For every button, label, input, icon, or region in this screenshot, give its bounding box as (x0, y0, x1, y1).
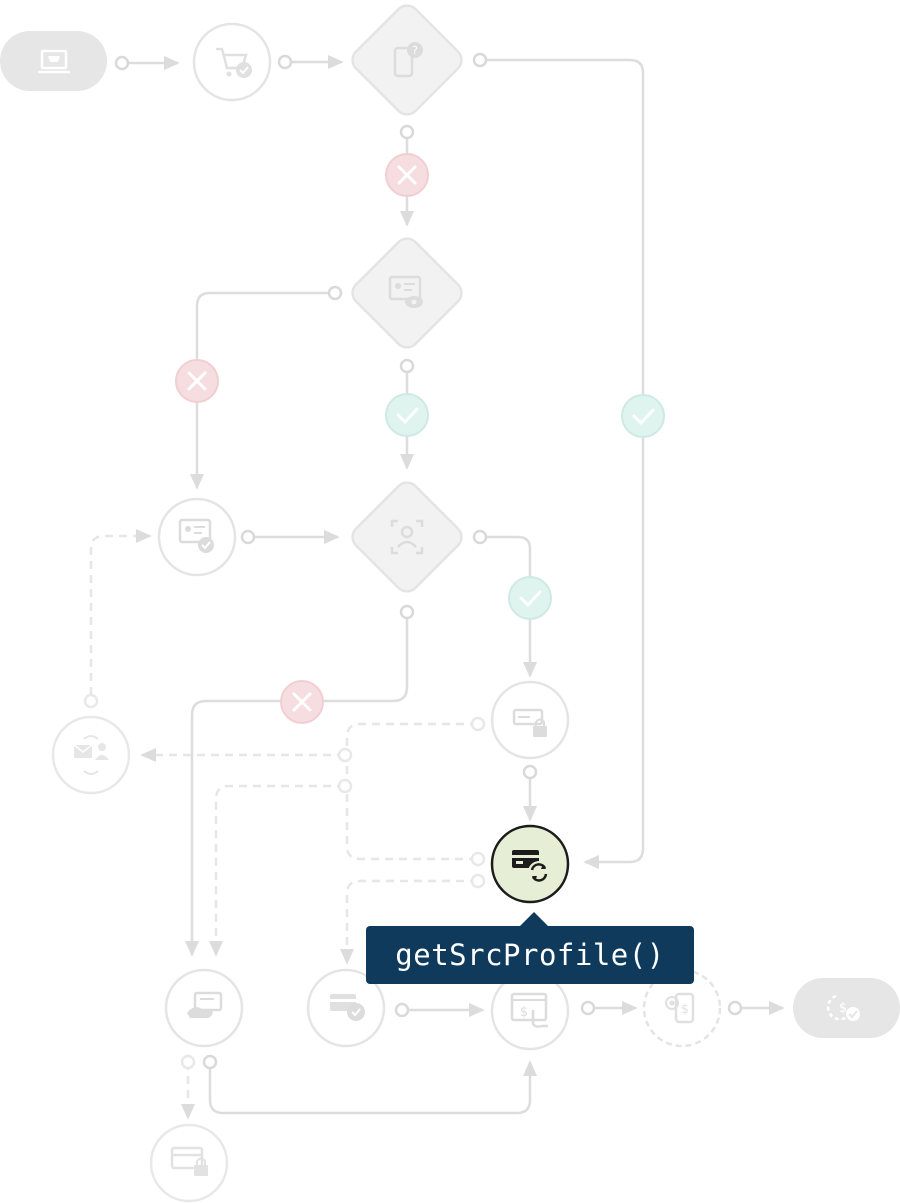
edge-device-profile (481, 58, 645, 869)
card-hand-icon (187, 991, 223, 1018)
node-secure-card[interactable] (490, 680, 570, 760)
node-mail-user[interactable] (51, 715, 131, 795)
node-start[interactable] (0, 31, 107, 91)
edge-cardpayment-payscreen (208, 1060, 537, 1115)
card-check-icon (330, 994, 365, 1021)
node-get-src-profile[interactable] (490, 824, 570, 904)
edge-profile-cardcheck (340, 879, 478, 965)
node-end[interactable]: $ (793, 978, 900, 1038)
ports (83, 52, 743, 1070)
badge-approve-device (621, 394, 665, 438)
laptop-cart-icon (38, 49, 70, 74)
node-pay-screen[interactable]: $ (490, 971, 570, 1051)
badge-reject-identity (175, 359, 219, 403)
card-lock-icon (170, 1146, 208, 1176)
svg-text:$: $ (520, 1005, 528, 1020)
svg-text:$: $ (681, 1002, 689, 1016)
cart-check-icon (216, 47, 252, 78)
edge-face-securecard (481, 535, 537, 678)
badge-approve-identity (385, 393, 429, 437)
id-card-eye-icon (388, 275, 423, 308)
badge-approve-face (508, 576, 552, 620)
svg-text:$: $ (839, 1001, 847, 1016)
node-id-verified[interactable] (157, 497, 237, 577)
node-device-check[interactable]: ? (348, 1, 467, 120)
function-tooltip: getSrcProfile() (366, 926, 694, 984)
id-card-check-icon (178, 518, 214, 553)
dollar-check-icon: $ (826, 994, 860, 1021)
node-card-payment[interactable] (164, 968, 244, 1048)
node-card-locked[interactable] (149, 1123, 229, 1203)
tooltip-arrow (519, 912, 549, 927)
screen-dollar-icon: $ (510, 992, 548, 1028)
mobile-pay-icon: $ (665, 992, 695, 1024)
badge-reject-face (280, 680, 324, 724)
node-card-check[interactable] (306, 968, 386, 1048)
node-face-scan[interactable] (348, 478, 467, 597)
mail-user-sync-icon (73, 735, 109, 775)
edge-mail-idverified (89, 529, 152, 695)
edge-identity-idverified (190, 291, 335, 490)
badge-reject-device (385, 153, 429, 197)
phone-question-icon: ? (393, 42, 423, 78)
face-scan-icon (390, 519, 424, 555)
node-cart[interactable] (192, 22, 272, 102)
card-lock-icon (512, 708, 547, 737)
node-identity-check[interactable] (348, 234, 467, 353)
svg-text:?: ? (412, 44, 418, 57)
dashed-connectors (89, 529, 478, 1120)
card-refresh-icon (512, 850, 550, 883)
node-mobile-pay[interactable]: $ (642, 968, 722, 1048)
tooltip-label: getSrcProfile() (395, 938, 665, 972)
edge-securecard-loop (345, 722, 478, 861)
edge-to-cardpayment (209, 784, 345, 957)
